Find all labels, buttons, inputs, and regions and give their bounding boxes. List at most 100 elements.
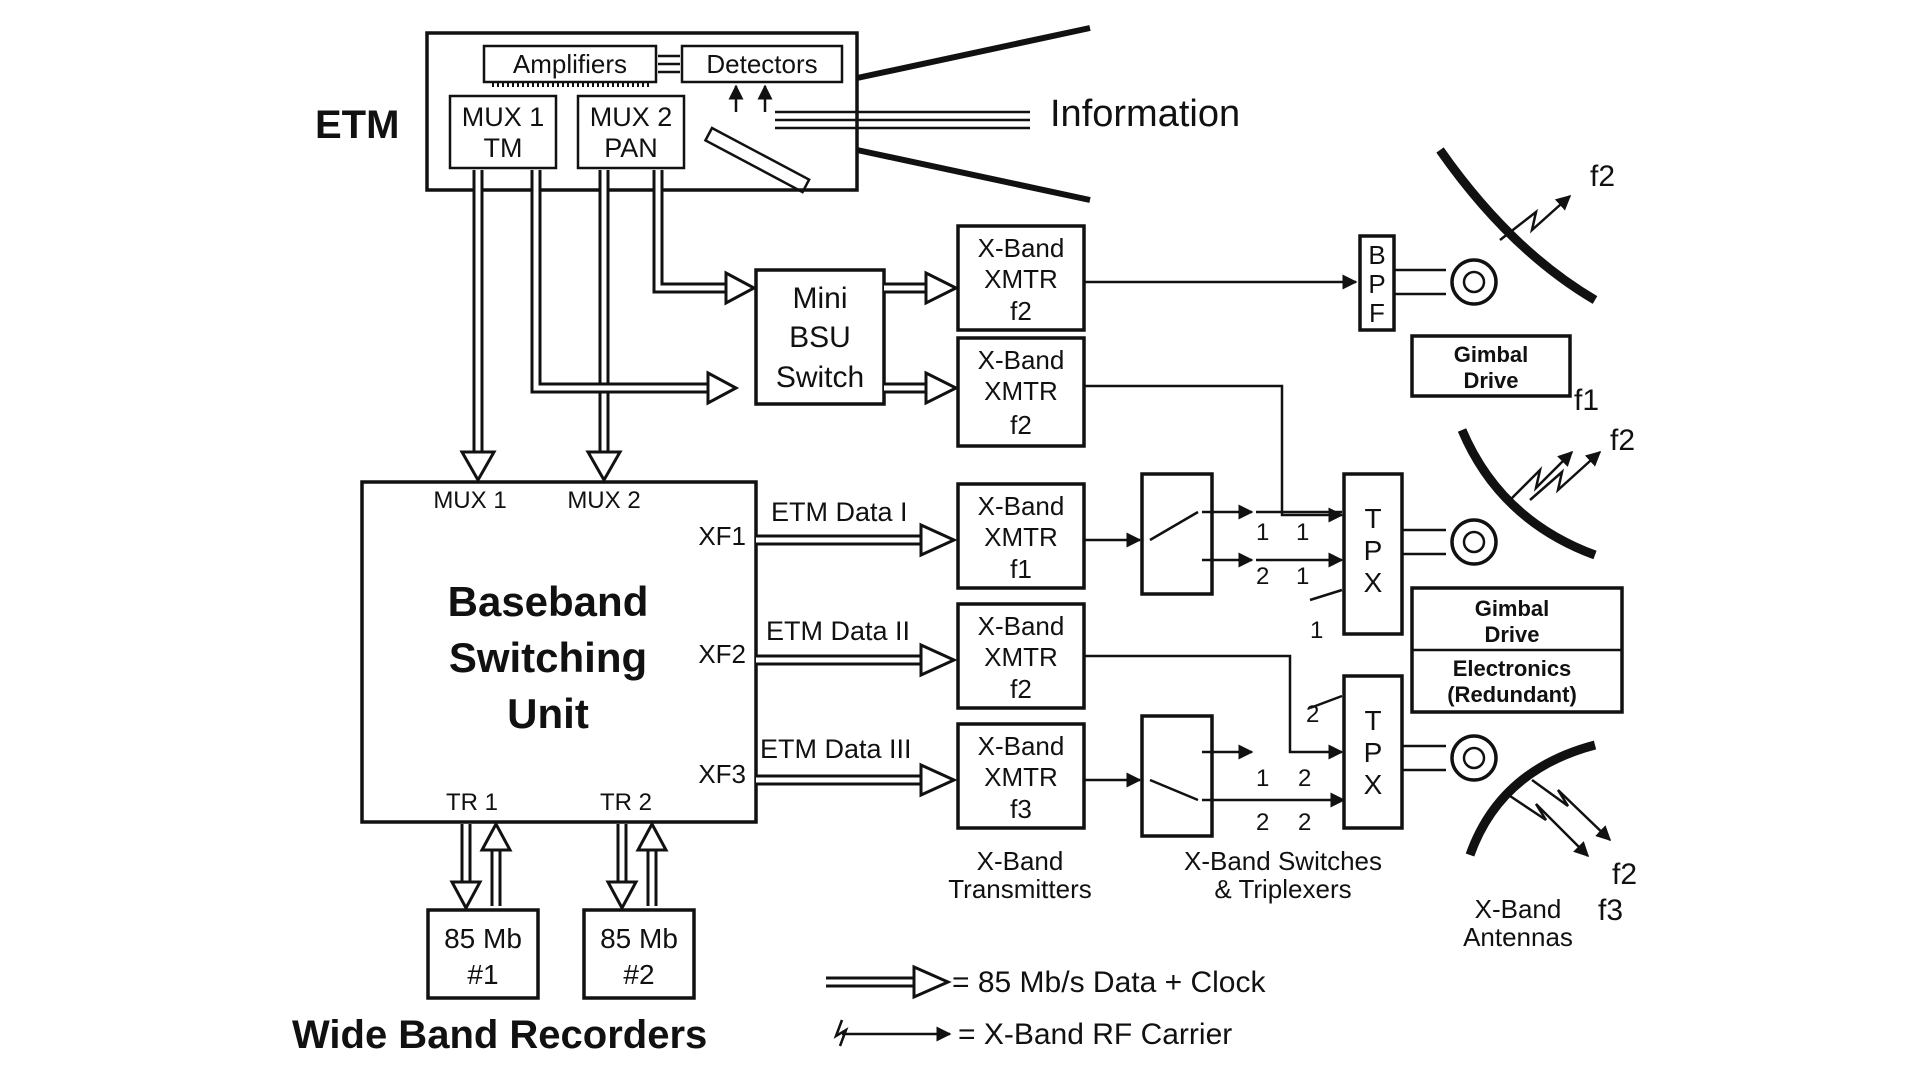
svg-text:XMTR: XMTR: [984, 264, 1058, 294]
tpx-1-letter-x: X: [1364, 567, 1383, 598]
svg-text:X-Band: X-Band: [978, 611, 1065, 641]
amplifiers-label: Amplifiers: [513, 49, 627, 79]
bsu-title-2: Switching: [449, 634, 647, 681]
xmtr-top1: X-Band XMTR f2: [956, 224, 1086, 332]
tpx-2-letter-x: X: [1364, 769, 1383, 800]
electronics-line1: Electronics: [1453, 656, 1572, 681]
mini-bsu-line1: Mini: [792, 282, 847, 315]
svg-text:1: 1: [1256, 519, 1269, 546]
bsu-xf3-port: XF3: [698, 759, 746, 789]
svg-text:2: 2: [1306, 701, 1319, 728]
legend-rf-label: = X-Band RF Carrier: [958, 1018, 1232, 1051]
switches-caption-2: & Triplexers: [1214, 874, 1351, 904]
bsu-mux1-port: MUX 1: [433, 487, 506, 514]
svg-text:XMTR: XMTR: [984, 762, 1058, 792]
mux1-tm-box: [448, 94, 558, 170]
etm-data-3-label: ETM Data III: [760, 734, 912, 764]
antennas-caption-2: Antennas: [1463, 922, 1573, 952]
svg-text:X-Band: X-Band: [978, 345, 1065, 375]
amplifiers-box: [482, 44, 658, 84]
svg-text:2: 2: [1298, 809, 1311, 836]
etm-data-1-label: ETM Data I: [771, 497, 908, 527]
gimbal-drive-mid-line2: Drive: [1484, 622, 1539, 647]
rf-emission-bolts: [1499, 194, 1612, 858]
freq-f3: f3: [1598, 894, 1623, 927]
mux1-line1: MUX 1: [462, 102, 545, 132]
svg-text:XMTR: XMTR: [984, 642, 1058, 672]
svg-text:2: 2: [1298, 765, 1311, 792]
xmtr-f3: X-Band XMTR f3: [956, 722, 1086, 830]
svg-text:f1: f1: [1010, 554, 1032, 584]
bsu-title-3: Unit: [507, 690, 589, 737]
svg-text:2: 2: [1256, 809, 1269, 836]
recorder-2-line2: #2: [623, 959, 654, 990]
svg-text:1: 1: [1256, 765, 1269, 792]
tpx-1-letter-p: P: [1364, 535, 1383, 566]
antenna-dishes: [1436, 147, 1598, 857]
recorder-1-box: [426, 908, 540, 1000]
svg-text:XMTR: XMTR: [984, 522, 1058, 552]
mini-bsu-box: [754, 268, 886, 406]
recorder-2-box: [582, 908, 696, 1000]
bsu-tr1-port: TR 1: [446, 789, 498, 816]
antenna-feeds: [1394, 268, 1446, 772]
mux1-line2: TM: [484, 133, 523, 163]
svg-text:X-Band: X-Band: [978, 731, 1065, 761]
tpx-2-letter-t: T: [1364, 705, 1381, 736]
mux-to-bsu-links: [459, 170, 758, 484]
svg-text:f2: f2: [1010, 410, 1032, 440]
mux2-pan-box: [576, 94, 686, 170]
recorder-1-line1: 85 Mb: [444, 923, 522, 954]
svg-text:X-Band: X-Band: [978, 233, 1065, 263]
freq-f2-mid: f2: [1610, 424, 1635, 457]
svg-text:1: 1: [1296, 519, 1309, 546]
xmtr-top2: X-Band XMTR f2: [956, 336, 1086, 448]
svg-text:f2: f2: [1010, 296, 1032, 326]
gimbal-drive-top-box: [1410, 334, 1572, 398]
bsu-tr2-port: TR 2: [600, 789, 652, 816]
svg-text:1: 1: [1310, 617, 1323, 644]
etm-data-2-label: ETM Data II: [766, 616, 910, 646]
xmtr-f2: X-Band XMTR f2: [956, 602, 1086, 710]
switch-2-contacts: [1084, 744, 1346, 808]
mini-bsu-line2: BSU: [789, 321, 851, 354]
recorder-links: [449, 820, 669, 912]
recorder-2-line1: 85 Mb: [600, 923, 678, 954]
gimbal-drive-top-line1: Gimbal: [1454, 342, 1529, 367]
svg-text:f3: f3: [1010, 794, 1032, 824]
bpf-letter-f: F: [1369, 298, 1385, 328]
bsu-xf2-port: XF2: [698, 639, 746, 669]
transmitters-caption-1: X-Band: [977, 846, 1064, 876]
rf-routing: [1084, 274, 1358, 760]
etm-optics: [703, 25, 1091, 203]
mini-bsu-line3: Switch: [776, 361, 864, 394]
switch-2-box: [1140, 714, 1214, 838]
electronics-line2: (Redundant): [1447, 682, 1577, 707]
switch-1-box: [1140, 472, 1214, 596]
bsu-xf1-port: XF1: [698, 521, 746, 551]
svg-text:2: 2: [1256, 563, 1269, 590]
amp-detector-coupling: [492, 54, 680, 87]
tpx-2-letter-p: P: [1364, 737, 1383, 768]
svg-text:1: 1: [1296, 563, 1309, 590]
antennas-caption-1: X-Band: [1475, 894, 1562, 924]
freq-f2-top: f2: [1590, 160, 1615, 193]
switches-caption-1: X-Band Switches: [1184, 846, 1382, 876]
bsu-to-xmtr-links: [756, 522, 958, 798]
tpx-1-letter-t: T: [1364, 503, 1381, 534]
legend-data-symbol: [826, 964, 952, 1000]
information-label: Information: [1050, 93, 1240, 135]
transmitters-caption-2: Transmitters: [948, 874, 1092, 904]
mux2-line2: PAN: [604, 133, 658, 163]
svg-text:X-Band: X-Band: [978, 491, 1065, 521]
detectors-box: [680, 44, 844, 84]
tpx-2-box: [1342, 674, 1404, 830]
gimbal-drive-top-line2: Drive: [1463, 368, 1518, 393]
freq-f2-bottom: f2: [1612, 858, 1637, 891]
bsu-title-1: Baseband: [448, 578, 649, 625]
bsu-box: [360, 480, 758, 824]
freq-f1: f1: [1574, 384, 1599, 417]
xmtr-f1: X-Band XMTR f1: [956, 482, 1086, 590]
bpf-letter-b: B: [1368, 240, 1385, 270]
